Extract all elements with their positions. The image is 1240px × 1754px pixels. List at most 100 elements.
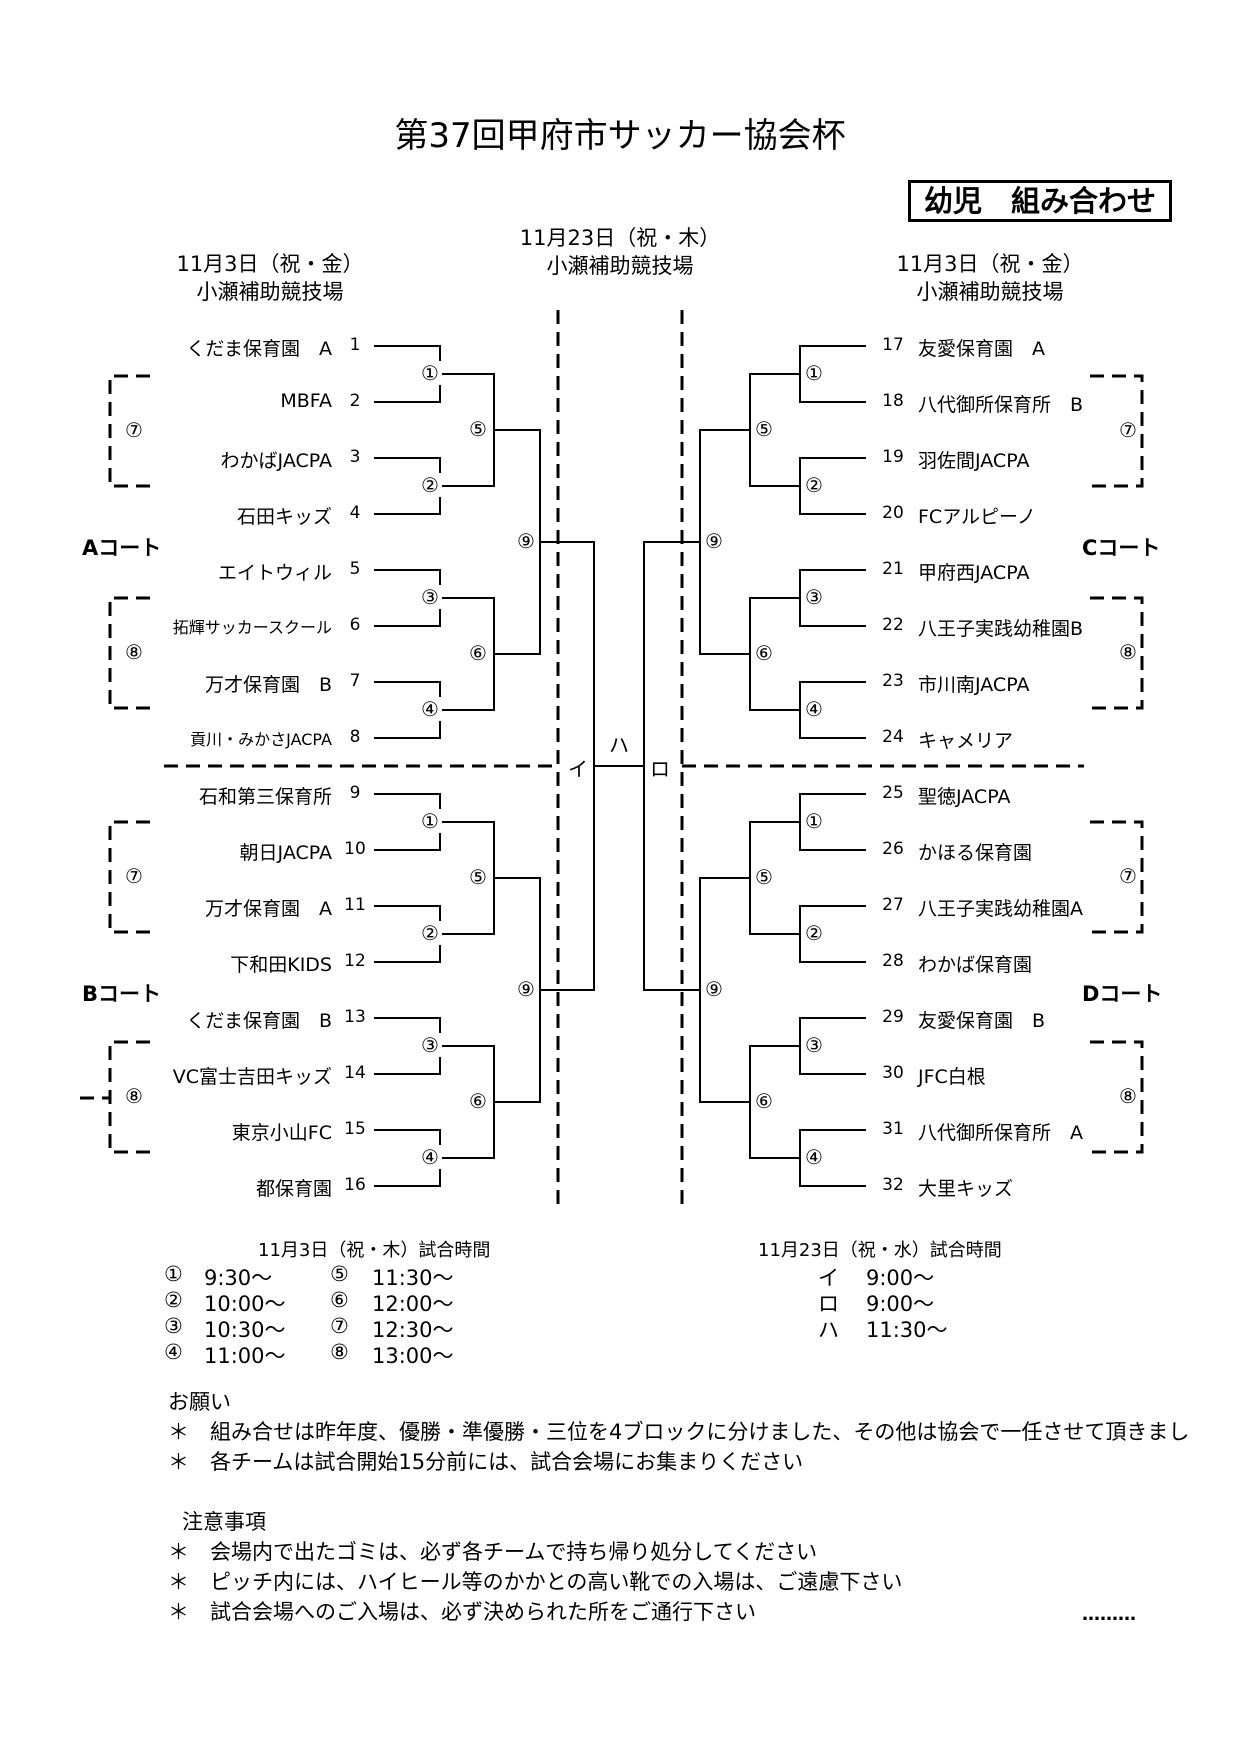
consolation-mark: ⑧ <box>1116 640 1140 664</box>
venue-right: 11月3日（祝・金） 小瀬補助競技場 <box>870 250 1110 306</box>
team-number: 31 <box>882 1119 904 1139</box>
match-mark: ④ <box>418 697 442 721</box>
team-name: VC富士吉田キッズ <box>172 1066 332 1088</box>
team-name: 友愛保育園 A <box>918 338 1045 360</box>
continuation-dots: ……… <box>1082 1604 1136 1625</box>
match-mark: ⑨ <box>702 977 726 1001</box>
team-number: 3 <box>349 447 361 467</box>
category-label: 幼児 組み合わせ <box>908 180 1172 222</box>
match-mark: ② <box>418 921 442 945</box>
schedule-mark: ⑦ <box>330 1314 349 1338</box>
team-number: 10 <box>344 839 366 859</box>
bullet: ＊ <box>168 1420 189 1444</box>
match-mark: ⑨ <box>514 529 538 553</box>
notes-heading: 注意事項 <box>182 1510 266 1534</box>
court-d-label: Dコート <box>1082 982 1163 1006</box>
team-name: 石田キッズ <box>236 506 332 528</box>
team-number: 1 <box>349 335 361 355</box>
team-name: キャメリア <box>918 730 1014 752</box>
match-mark: ⑨ <box>514 977 538 1001</box>
team-number: 6 <box>349 615 361 635</box>
consolation-bracket <box>108 596 150 710</box>
match-mark: ③ <box>418 1033 442 1057</box>
schedule-mark: ③ <box>164 1314 183 1338</box>
team-name: 都保育園 <box>255 1178 332 1200</box>
match-mark: ② <box>802 921 826 945</box>
schedule-time: 10:00～ <box>204 1292 286 1316</box>
consolation-mark: ⑧ <box>1116 1084 1140 1108</box>
schedule-time: 9:00～ <box>866 1266 935 1290</box>
schedule-time: 13:00～ <box>372 1344 454 1368</box>
team-name: エイトウィル <box>217 562 332 584</box>
team-name: MBFA <box>280 390 332 412</box>
venue-center-place: 小瀬補助競技場 <box>546 254 694 278</box>
match-mark: ③ <box>418 585 442 609</box>
match-mark: ① <box>802 809 826 833</box>
match-mark: ① <box>418 809 442 833</box>
consolation-mark: ⑦ <box>122 418 146 442</box>
consolation-bracket <box>1090 374 1144 488</box>
team-name: くだま保育園 B <box>186 1010 332 1032</box>
note-item-text: 試合会場へのご入場は、必ず決められた所をご通行下さい <box>210 1600 756 1624</box>
match-mark: ① <box>418 361 442 385</box>
schedule-right-heading: 11月23日（祝・水）試合時間 <box>758 1240 1002 1261</box>
team-name: 貢川・みかさJACPA <box>190 730 332 749</box>
team-name: 市川南JACPA <box>918 674 1030 696</box>
match-mark: ③ <box>802 1033 826 1057</box>
schedule-time: 9:00～ <box>866 1292 935 1316</box>
schedule-time: 11:00～ <box>204 1344 286 1368</box>
team-number: 8 <box>349 727 361 747</box>
team-name: 石和第三保育所 <box>198 786 332 808</box>
team-name: 羽佐間JACPA <box>918 450 1030 472</box>
bullet: ＊ <box>168 1540 189 1564</box>
venue-left-place: 小瀬補助競技場 <box>196 280 344 304</box>
consolation-mark: ⑧ <box>122 640 146 664</box>
schedule-mark: ロ <box>818 1292 839 1316</box>
team-number: 22 <box>882 615 904 635</box>
consolation-mark: ⑦ <box>122 864 146 888</box>
team-number: 17 <box>882 335 904 355</box>
court-b-label: Bコート <box>82 982 162 1006</box>
team-number: 32 <box>882 1175 904 1195</box>
consolation-bracket <box>1090 820 1144 934</box>
venue-center-date: 11月23日（祝・木） <box>519 226 721 250</box>
team-number: 13 <box>344 1007 366 1027</box>
schedule-mark: ⑥ <box>330 1288 349 1312</box>
bullet: ＊ <box>168 1600 189 1624</box>
match-mark: ③ <box>802 585 826 609</box>
team-name: わかば保育園 <box>918 954 1033 976</box>
note-item: ＊ ピッチ内には、ハイヒール等のかかとの高い靴での入場は、ご遠慮下さい <box>168 1566 902 1596</box>
match-mark: ⑤ <box>752 865 776 889</box>
consolation-bracket <box>108 820 150 934</box>
team-name: 甲府西JACPA <box>918 562 1030 584</box>
consolation-bracket <box>1090 596 1144 710</box>
request-item: ＊ 各チームは試合開始15分前には、試合会場にお集まりください <box>168 1446 803 1476</box>
requests-heading: お願い <box>168 1390 231 1414</box>
team-name: 友愛保育園 B <box>918 1010 1046 1032</box>
note-item: ＊ 試合会場へのご入場は、必ず決められた所をご通行下さい <box>168 1596 756 1626</box>
team-number: 29 <box>882 1007 904 1027</box>
team-name: くだま保育園 A <box>186 338 332 360</box>
team-name: FCアルピーノ <box>918 506 1036 528</box>
match-mark: ⑨ <box>702 529 726 553</box>
match-mark: ⑤ <box>466 865 490 889</box>
schedule-left-heading: 11月3日（祝・木）試合時間 <box>258 1240 491 1261</box>
team-name: わかばJACPA <box>220 450 332 472</box>
consolation-mark: ⑦ <box>1116 864 1140 888</box>
schedule-mark: ① <box>164 1262 183 1286</box>
consolation-bracket <box>1090 1040 1144 1154</box>
team-number: 23 <box>882 671 904 691</box>
team-name: 聖徳JACPA <box>918 786 1011 808</box>
match-mark: ② <box>418 473 442 497</box>
schedule-mark: ④ <box>164 1340 183 1364</box>
schedule-mark: ⑧ <box>330 1340 349 1364</box>
match-mark: ⑥ <box>466 1089 490 1113</box>
court-c-label: Cコート <box>1082 536 1161 560</box>
team-name: 八王子実践幼稚園A <box>918 898 1083 920</box>
team-number: 16 <box>344 1175 366 1195</box>
schedule-time: 12:00～ <box>372 1292 454 1316</box>
team-number: 5 <box>349 559 361 579</box>
venue-left: 11月3日（祝・金） 小瀬補助競技場 <box>150 250 390 306</box>
consolation-mark: ⑧ <box>122 1084 146 1108</box>
